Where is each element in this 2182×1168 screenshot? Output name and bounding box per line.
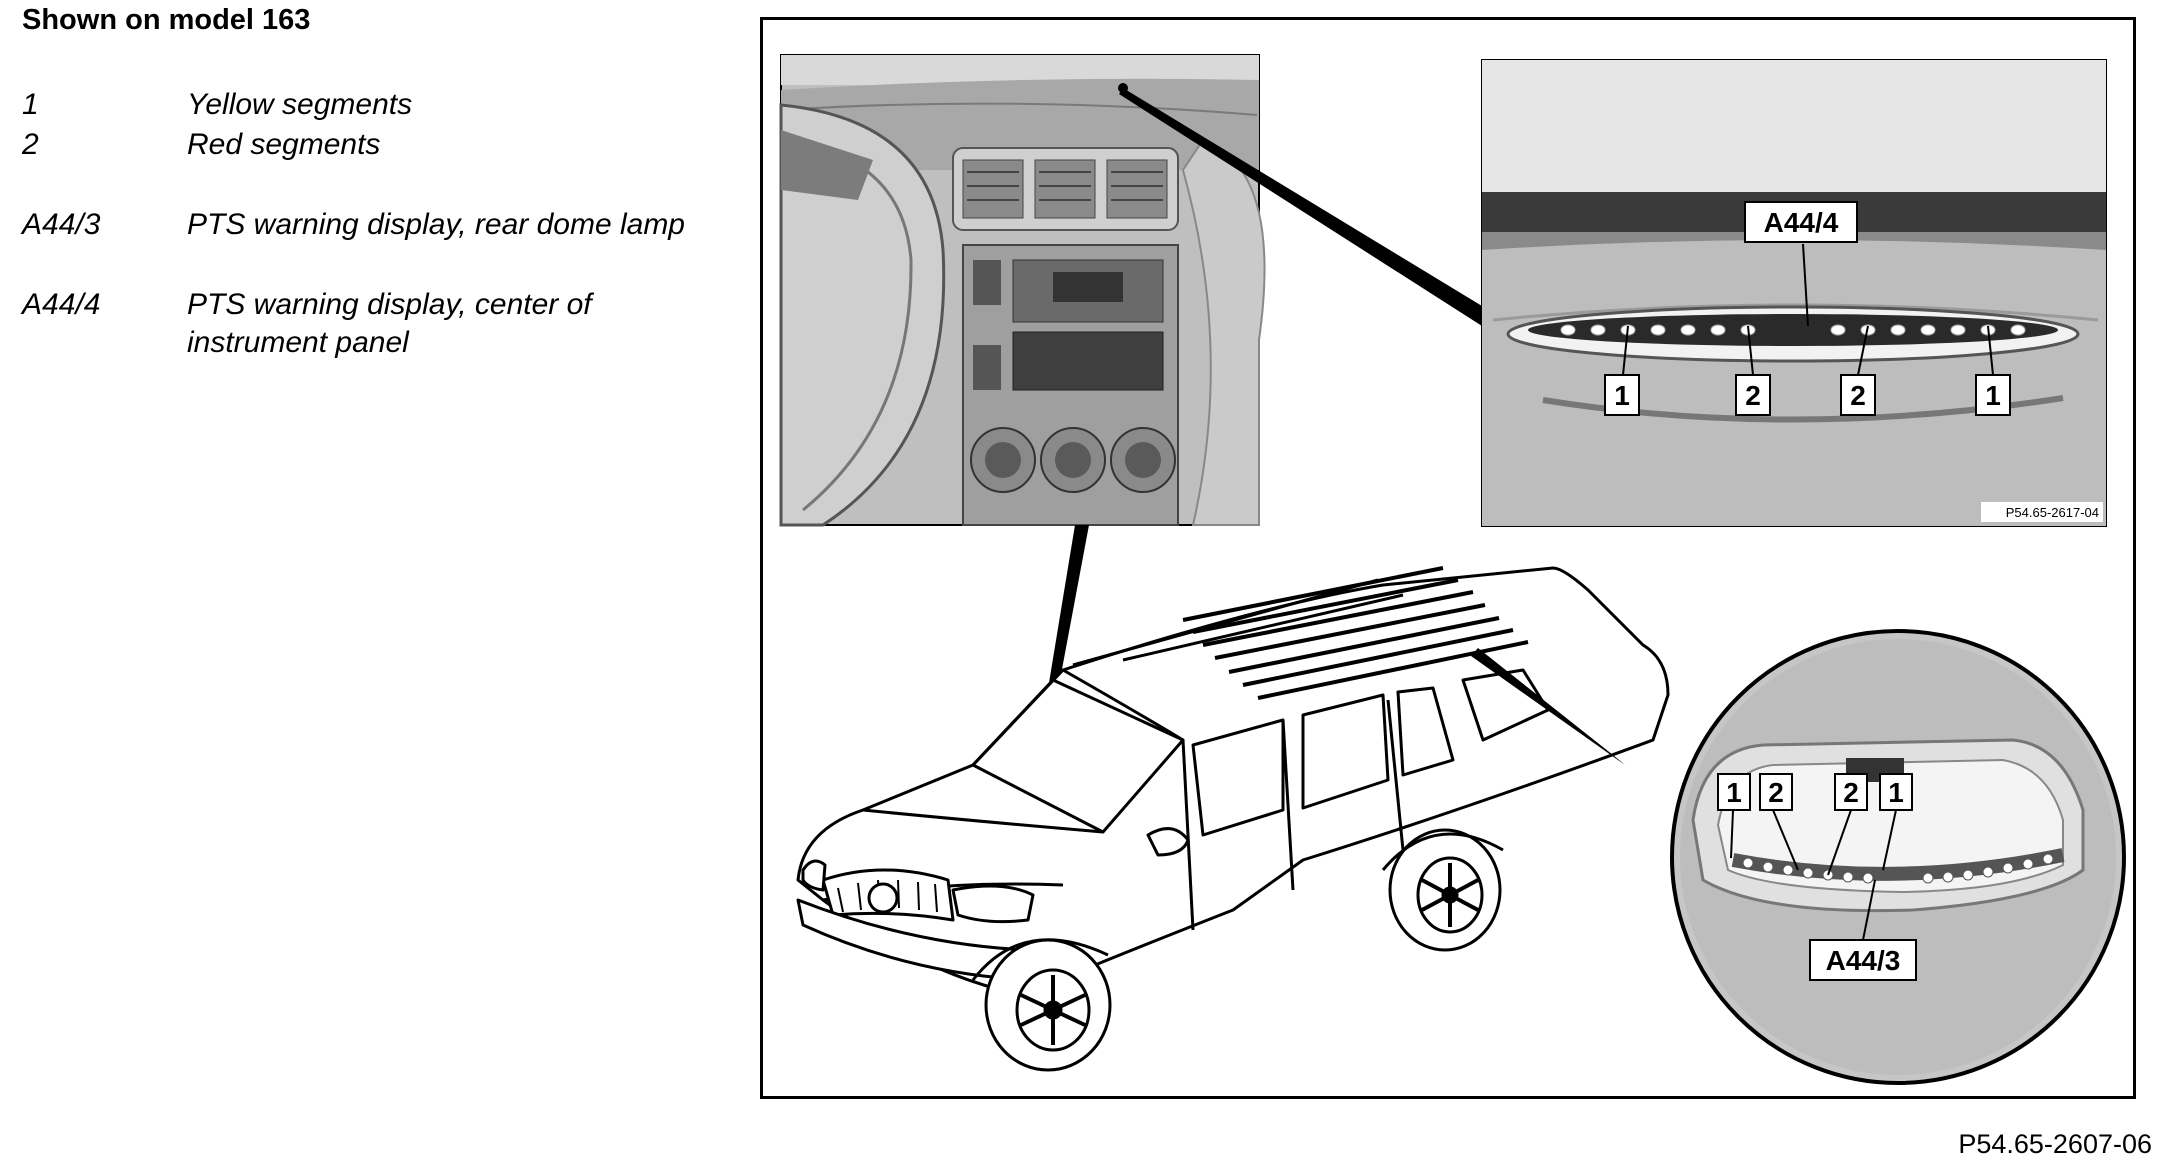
page-title: Shown on model 163 bbox=[22, 4, 311, 36]
callout-2: 2 bbox=[1850, 380, 1866, 411]
callout-a44-3: A44/3 bbox=[1826, 945, 1901, 976]
legend-key: 1 bbox=[22, 88, 39, 121]
legend-text: PTS warning display, rear dome lamp bbox=[187, 208, 685, 241]
callout-1: 1 bbox=[1985, 380, 2001, 411]
legend-key: A44/3 bbox=[22, 208, 101, 241]
callout-a44-4: A44/4 bbox=[1764, 207, 1839, 238]
callout-2: 2 bbox=[1745, 380, 1761, 411]
inset-code: P54.65-2617-04 bbox=[2006, 505, 2099, 520]
callout-1: 1 bbox=[1726, 777, 1742, 808]
callout-2: 2 bbox=[1768, 777, 1784, 808]
figure-code: P54.65-2607-06 bbox=[1958, 1129, 2152, 1159]
callout-1: 1 bbox=[1888, 777, 1904, 808]
dashboard-inset bbox=[779, 54, 1266, 527]
legend-text: PTS warning display, center of instrumen… bbox=[187, 288, 592, 359]
diagram-frame: A44/4 1 2 2 1 P54.65-2617-04 bbox=[760, 17, 2136, 1099]
a44-4-detail-inset: A44/4 1 2 2 1 P54.65-2617-04 bbox=[1481, 59, 2107, 527]
vehicle-illustration bbox=[796, 566, 1670, 1072]
legend-key: A44/4 bbox=[22, 288, 101, 321]
callout-2: 2 bbox=[1843, 777, 1859, 808]
legend-key: 2 bbox=[22, 128, 39, 161]
legend-text: Yellow segments bbox=[187, 88, 413, 121]
diagram-canvas: A44/4 1 2 2 1 P54.65-2617-04 bbox=[779, 54, 2126, 1085]
a44-3-detail-circle: 1 2 2 1 A44/3 bbox=[1670, 629, 2126, 1085]
zoom-connector bbox=[1119, 88, 1482, 326]
callout-1: 1 bbox=[1614, 380, 1630, 411]
legend-text: Red segments bbox=[187, 128, 381, 161]
dome-lamp-connector bbox=[1471, 648, 1625, 765]
